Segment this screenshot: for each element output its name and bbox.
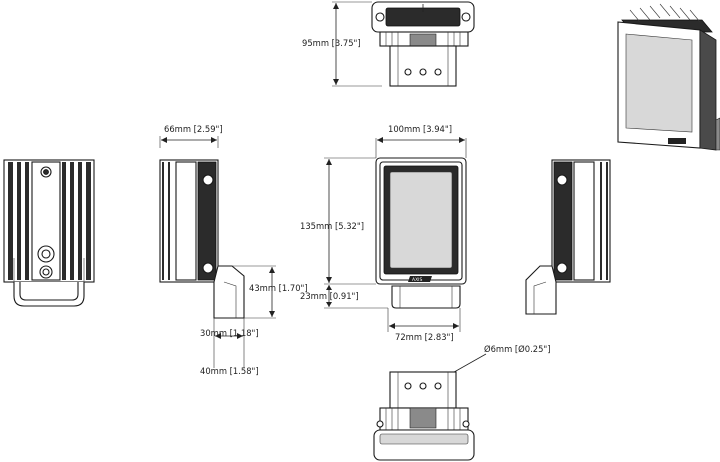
bracket-depth-dimension: 40mm [1.58"]: [200, 366, 259, 376]
mount-height-dimension: 23mm [0.91"]: [300, 291, 359, 301]
top-height-dimension: 95mm [3.75"]: [302, 38, 361, 48]
front-height-dimension: 135mm [5.32"]: [300, 221, 364, 231]
top-view: 95mm [3.75"]: [302, 1, 475, 87]
hole-diameter-dimension: Ø6mm [Ø0.25"]: [484, 344, 551, 354]
front-width-dimension: 100mm [3.94"]: [388, 124, 452, 134]
mount-width-dimension: 72mm [2.83"]: [395, 332, 454, 342]
brand-logo: AXIS: [412, 277, 422, 283]
side-depth-dimension: 66mm [2.59"]: [164, 124, 223, 134]
front-view: 100mm [3.94"] 135mm [5.32"] 23mm [0.91"]…: [300, 124, 467, 342]
bracket-width-dimension: 30mm [1.18"]: [200, 328, 259, 338]
bracket-height-dimension: 43mm [1.70"]: [249, 283, 308, 293]
bottom-view: Ø6mm [Ø0.25"]: [373, 344, 551, 461]
side-view: 66mm [2.59"] 43mm [1.70"] 30mm [1.18"] 4…: [159, 124, 308, 376]
perspective-view: [617, 3, 720, 151]
rear-view: [3, 159, 95, 307]
right-side-view: [525, 159, 611, 315]
